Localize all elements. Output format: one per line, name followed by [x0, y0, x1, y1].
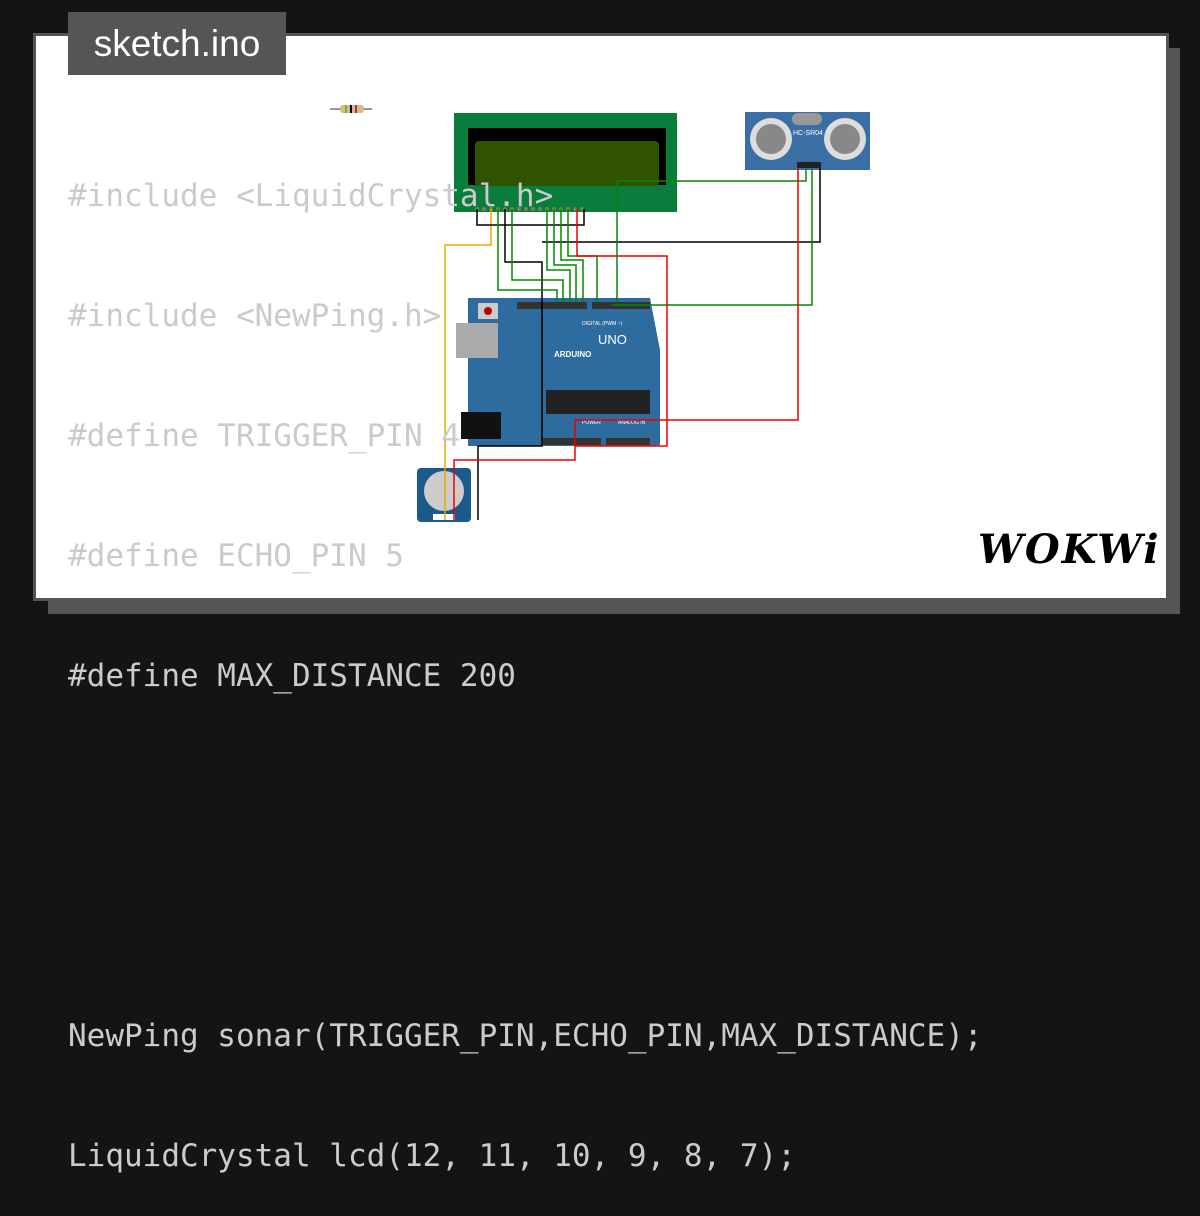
code-line: #include <LiquidCrystal.h> [68, 178, 554, 214]
wokwi-logo: WOKWi [978, 526, 1161, 573]
circuit-diagram: HC-SR04 ARDUINO UNO DIGITAL (PWM ~) POWE… [330, 105, 870, 522]
arduino-uno: ARDUINO UNO DIGITAL (PWM ~) POWER ANALOG… [456, 298, 660, 446]
resistor [330, 105, 372, 113]
board-model: UNO [598, 332, 627, 347]
code-preview: #include <LiquidCrystal.h> #include <New… [68, 100, 983, 1216]
digital-label: DIGITAL (PWM ~) [582, 321, 622, 327]
board-label: ARDUINO [554, 350, 591, 359]
code-line: NewPing sonar(TRIGGER_PIN,ECHO_PIN,MAX_D… [68, 1018, 983, 1054]
ultrasonic-sensor: HC-SR04 [745, 112, 870, 170]
wires [444, 168, 821, 520]
power-label: POWER [582, 420, 601, 426]
code-line [68, 892, 983, 940]
code-line: LiquidCrystal lcd(12, 11, 10, 9, 8, 7); [68, 1138, 796, 1174]
analog-label: ANALOG IN [618, 420, 646, 426]
code-line: #define TRIGGER_PIN 4 [68, 418, 460, 454]
code-line [68, 772, 983, 820]
lcd-display [454, 113, 677, 212]
code-line: #include <NewPing.h> [68, 298, 442, 334]
sensor-label: HC-SR04 [793, 130, 823, 137]
file-title: sketch.ino [68, 12, 286, 75]
code-line: #define ECHO_PIN 5 [68, 538, 404, 574]
code-line: #define MAX_DISTANCE 200 [68, 658, 516, 694]
